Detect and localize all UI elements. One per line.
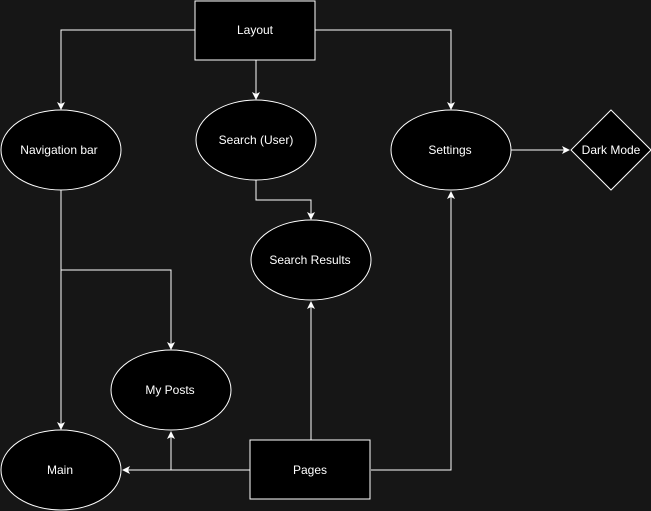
- node-navigation-bar-shape: [0, 109, 122, 191]
- node-settings-shape: [390, 109, 512, 191]
- node-pages-shape: [249, 439, 371, 500]
- node-my-posts[interactable]: My Posts: [110, 349, 232, 431]
- node-dark-mode[interactable]: Dark Mode: [570, 109, 651, 191]
- node-settings-label: Settings: [428, 143, 471, 157]
- edge-search-user-search-results: [255, 180, 315, 220]
- edge-layout-settings: [315, 29, 455, 110]
- node-pages[interactable]: Pages: [249, 439, 371, 500]
- node-main[interactable]: Main: [0, 429, 122, 511]
- node-my-posts-shape: [110, 349, 232, 431]
- node-layout-shape: [194, 0, 316, 61]
- node-navigation-bar[interactable]: Navigation bar: [0, 109, 122, 191]
- edges: [57, 29, 570, 474]
- node-search-results-shape: [250, 219, 372, 301]
- node-search-user[interactable]: Search (User): [195, 99, 317, 181]
- edge-pages-settings: [371, 191, 455, 471]
- node-main-shape: [0, 429, 122, 511]
- node-pages-label: Pages: [293, 463, 327, 477]
- node-search-user-shape: [195, 99, 317, 181]
- node-dark-mode-label: Dark Mode: [582, 143, 641, 157]
- node-dark-mode-shape: [570, 109, 651, 191]
- node-search-user-label: Search (User): [219, 133, 294, 147]
- node-my-posts-label: My Posts: [145, 383, 194, 397]
- node-navigation-bar-label: Navigation bar: [20, 143, 97, 157]
- node-settings[interactable]: Settings: [390, 109, 512, 191]
- edge-navigation-bar-my-posts: [61, 269, 175, 350]
- node-search-results-label: Search Results: [269, 253, 350, 267]
- node-layout-label: Layout: [237, 23, 274, 37]
- node-search-results[interactable]: Search Results: [250, 219, 372, 301]
- node-main-label: Main: [47, 463, 73, 477]
- edge-layout-navigation-bar: [57, 29, 195, 110]
- node-layout[interactable]: Layout: [194, 0, 316, 61]
